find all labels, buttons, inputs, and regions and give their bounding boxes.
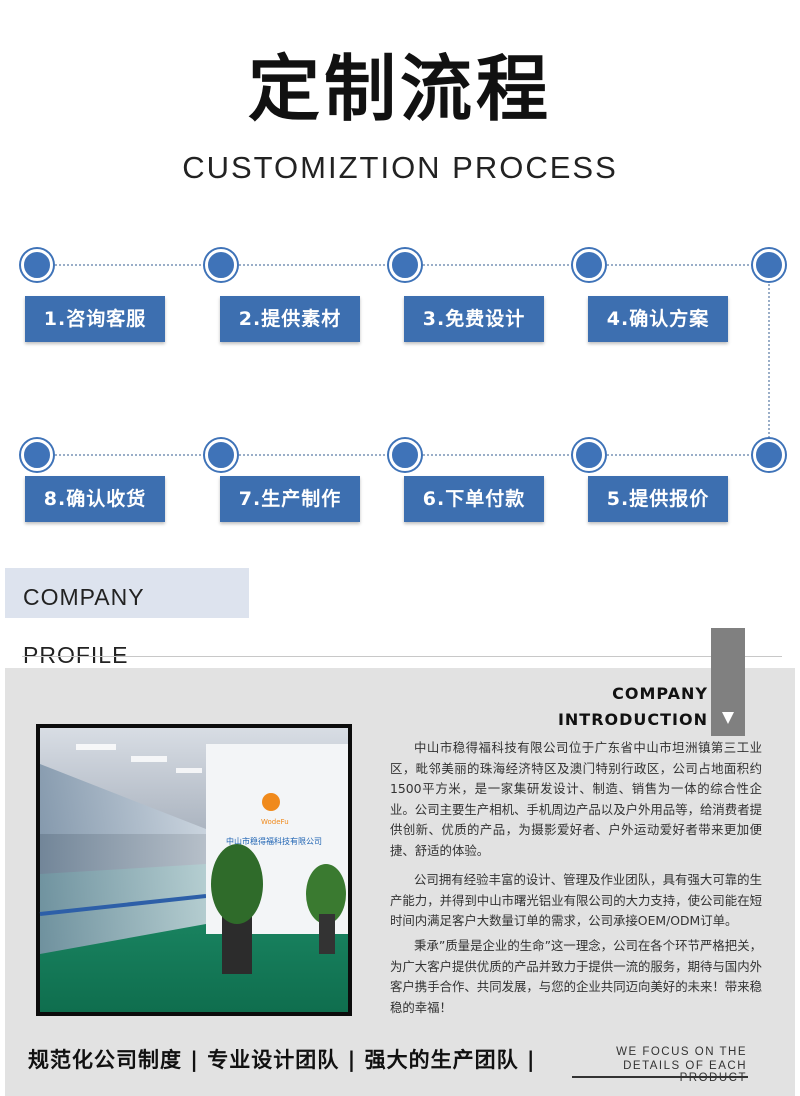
flow-node-8 [21, 439, 53, 471]
step-confirm-receipt: 8.确认收货 [25, 476, 165, 522]
photo-logo-text: WodeFu [261, 818, 289, 826]
page-subtitle: CUSTOMIZTION PROCESS [182, 150, 618, 185]
photo-wall-text: 中山市稳得福科技有限公司 [226, 836, 322, 846]
process-flow: 1.咨询客服 2.提供素材 3.免费设计 4.确认方案 5.提供报价 6.下单付… [0, 230, 800, 540]
flow-node-4 [573, 249, 605, 281]
office-photo: WodeFu 中山市稳得福科技有限公司 [36, 724, 352, 1016]
company-profile-label: COMPANY PROFILE [23, 584, 145, 668]
focus-line-1: WE FOCUS ON THE [616, 1046, 747, 1058]
footer-slogan: 规范化公司制度 | 专业设计团队 | 强大的生产团队 | [28, 1048, 536, 1072]
step-order-payment: 6.下单付款 [404, 476, 544, 522]
intro-paragraph-3: 秉承”质量是企业的生命”这一理念，公司在各个环节严格把关，为广大客户提供优质的产… [390, 938, 762, 1015]
flow-node-5 [573, 439, 605, 471]
intro-heading-line2: INTRODUCTION [557, 710, 708, 729]
flow-node-1 [21, 249, 53, 281]
flow-node-turn-bottom [753, 439, 785, 471]
section-divider [22, 656, 782, 657]
step-production: 7.生产制作 [220, 476, 360, 522]
flow-node-7 [205, 439, 237, 471]
focus-underline [572, 1076, 748, 1078]
flow-node-6 [389, 439, 421, 471]
intro-paragraph-1: 中山市稳得福科技有限公司位于广东省中山市坦洲镇第三工业区，毗邻美丽的珠海经济特区… [390, 740, 762, 858]
intro-paragraph-2: 公司拥有经验丰富的设计、管理及作业团队，具有强大可靠的生产能力，并得到中山市曙光… [390, 872, 762, 928]
intro-heading-line1: COMPANY [612, 684, 708, 703]
flow-node-3 [389, 249, 421, 281]
flow-node-turn-top [753, 249, 785, 281]
step-confirm-plan: 4.确认方案 [588, 296, 728, 342]
focus-line-2: DETAILS OF EACH PRODUCT [623, 1060, 747, 1084]
company-profile-tab: COMPANY PROFILE [5, 568, 249, 668]
step-provide-material: 2.提供素材 [220, 296, 360, 342]
flow-node-2 [205, 249, 237, 281]
step-consult: 1.咨询客服 [25, 296, 165, 342]
step-quotation: 5.提供报价 [588, 476, 728, 522]
step-free-design: 3.免费设计 [404, 296, 544, 342]
page-title: 定制流程 [247, 47, 552, 131]
chevron-down-icon [722, 712, 734, 724]
flow-connector-right [768, 264, 770, 454]
